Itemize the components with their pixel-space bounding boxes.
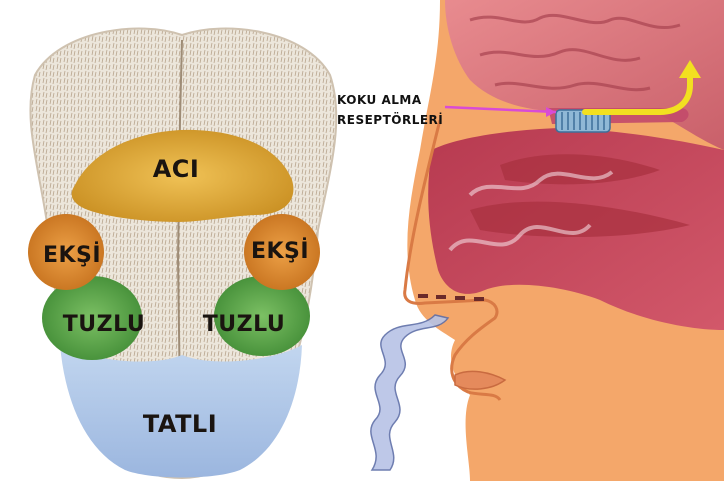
sour-right-label: EKŞİ bbox=[251, 238, 309, 264]
salty-right-label: TUZLU bbox=[203, 312, 285, 337]
tongue-illustration: ACI EKŞİ EKŞİ TUZLU TUZLU TATLI bbox=[28, 28, 336, 478]
sweet-label: TATLI bbox=[143, 410, 217, 438]
bitter-label: ACI bbox=[153, 155, 200, 183]
receptor-label-line2: RESEPTÖRLERİ bbox=[337, 112, 443, 127]
odor-plume bbox=[371, 315, 448, 470]
sour-left-label: EKŞİ bbox=[43, 242, 101, 268]
nose-illustration: KOKU ALMA RESEPTÖRLERİ bbox=[337, 0, 724, 481]
receptor-label-line1: KOKU ALMA bbox=[337, 93, 422, 107]
salty-left-label: TUZLU bbox=[63, 312, 145, 337]
